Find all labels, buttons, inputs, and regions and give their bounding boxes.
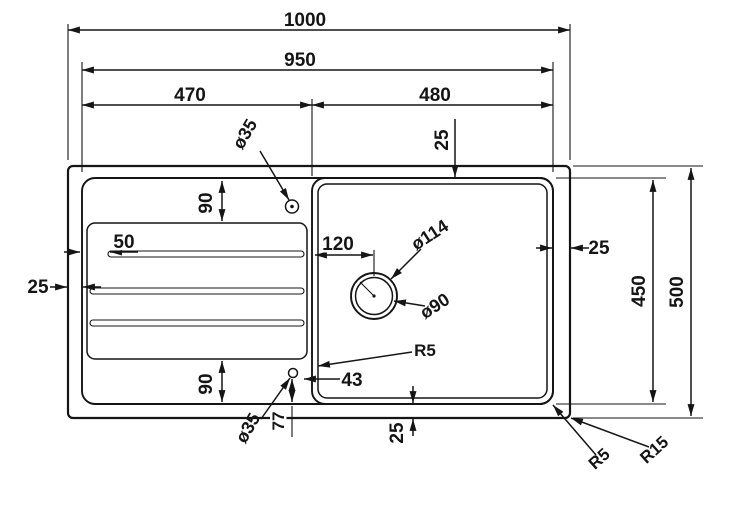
dim-label-drainer-offset-bottom: 90 <box>196 373 217 394</box>
dim-gap-top: 25 <box>432 119 459 177</box>
dim-label-rim-corner-radius: R5 <box>585 445 614 474</box>
overflow-hole <box>287 367 299 379</box>
dim-label-rim-width: 950 <box>284 50 316 71</box>
dim-drainer-width: 470 <box>82 85 313 176</box>
dim-label-drain-inner-dia: ø90 <box>416 289 453 323</box>
bowl-inner-edge <box>317 183 548 399</box>
dim-label-drainer-width: 470 <box>174 85 206 106</box>
drainer-groove <box>89 319 305 327</box>
dim-label-overflow-hole-dia: ø35 <box>231 410 264 447</box>
dim-label-overflow-offset-y: 77 <box>269 412 288 431</box>
dim-tap-hole: ø35 <box>228 116 290 201</box>
dim-label-overflow-offset-x: 43 <box>341 370 362 391</box>
dim-label-outer-corner-radius: R15 <box>636 432 672 467</box>
dim-label-gap-right: 25 <box>588 238 610 259</box>
leader-line <box>317 351 413 368</box>
tap-hole <box>284 199 300 214</box>
dim-drainer-offset-bottom: 90 <box>194 361 226 402</box>
dim-drain-inner-dia: ø90 <box>393 289 453 323</box>
leader-line <box>260 377 291 420</box>
dim-bowl-corner-radius: R5 <box>317 341 436 368</box>
leader-line <box>390 248 422 280</box>
dim-gap-left: 25 <box>27 277 101 298</box>
dim-label-bowl-width: 480 <box>419 85 451 106</box>
sink-outline <box>66 164 572 420</box>
tap-hole-center <box>290 204 294 209</box>
sink-outer-edge <box>66 164 572 420</box>
dim-drain-offset: 120 <box>315 232 375 276</box>
dim-label-bowl-corner-radius: R5 <box>414 341 436 360</box>
drainer-groove <box>107 250 305 258</box>
dim-rim-depth: 450 <box>556 177 666 405</box>
dim-label-gap-left: 25 <box>27 277 49 298</box>
dim-label-gap-top: 25 <box>432 129 453 151</box>
drainer-recess <box>86 222 308 360</box>
leader-line <box>570 417 650 448</box>
dim-label-groove-inset: 50 <box>113 232 134 253</box>
dim-overall-depth: 500 <box>573 165 703 419</box>
sink-bowl <box>311 177 554 405</box>
dim-label-overall-width: 1000 <box>284 10 326 31</box>
dim-overflow-offset-x: 43 <box>304 370 363 391</box>
dim-gap-right: 25 <box>536 238 610 259</box>
drainer-groove <box>89 287 305 295</box>
dim-rim-width: 950 <box>81 50 554 172</box>
dim-label-drain-outer-dia: ø114 <box>407 216 451 255</box>
bowl-outer-edge <box>311 177 554 405</box>
drain-inner-circle <box>354 276 394 316</box>
leader-line <box>393 299 426 307</box>
dim-bowl-width: 480 <box>312 85 553 109</box>
drain-radius-line <box>359 281 375 297</box>
dim-label-gap-bottom: 25 <box>387 422 408 444</box>
dim-groove-inset: 50 <box>64 230 138 256</box>
dim-label-overall-depth: 500 <box>667 276 688 308</box>
dim-drainer-offset-top: 90 <box>194 181 226 221</box>
dim-rim-corner-radius: R5 <box>552 404 614 474</box>
dim-overall-width: 1000 <box>67 10 571 160</box>
drainer-board <box>86 199 308 379</box>
leader-line <box>259 150 290 201</box>
dim-label-drain-offset: 120 <box>322 234 354 255</box>
dim-label-tap-hole: ø35 <box>228 116 261 153</box>
dim-drain-outer-dia: ø114 <box>390 216 452 280</box>
dim-gap-bottom: 25 <box>387 386 417 444</box>
leader-line <box>552 404 597 456</box>
dim-label-drainer-offset-top: 90 <box>196 192 217 213</box>
dim-label-rim-depth: 450 <box>629 275 650 307</box>
dim-overflow-offset-y: 77 <box>267 379 296 437</box>
